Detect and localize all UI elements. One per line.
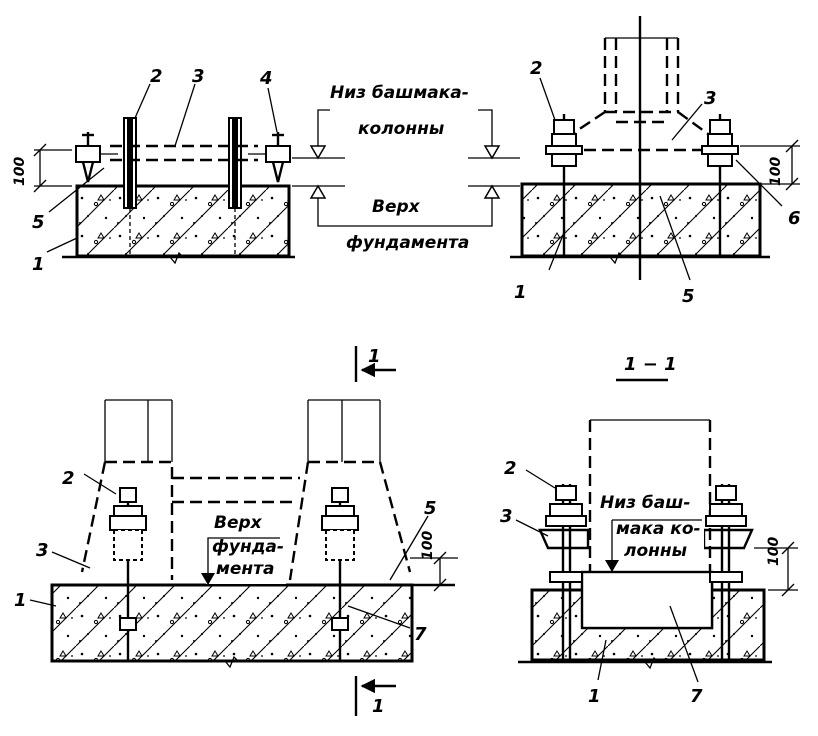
- dim-100-bl: 100: [420, 531, 436, 560]
- label-4-tl: 4: [259, 68, 273, 89]
- caption-bottom-of-shoe-2: колонны: [358, 119, 444, 139]
- dim-100-br: 100: [766, 537, 782, 566]
- caption-top-of-foundation-2: фундамента: [346, 233, 469, 253]
- anchor-bolt-left-tr: [545, 114, 583, 256]
- leveling-screw-left: [75, 132, 118, 183]
- label-3-tl: 3: [192, 66, 205, 87]
- anchor-bolt-right-br: [702, 484, 754, 660]
- section-1-1-view: 1 − 1 Ни: [500, 354, 798, 707]
- top-right-view: 100 2 3 6 1 5: [510, 16, 801, 307]
- caption-bl-top-3: мента: [216, 559, 275, 579]
- caption-bottom-of-shoe-1: Низ башмака-: [330, 83, 469, 103]
- dim-100-tr: 100: [768, 157, 784, 186]
- section-mark-top: 1: [368, 346, 381, 367]
- caption-bl-top-1: Верх: [214, 513, 263, 533]
- top-left-view: 100 2 3 4 5 1: [12, 66, 295, 275]
- label-3-br: 3: [500, 506, 513, 527]
- label-7-bl: 7: [414, 624, 427, 645]
- label-2-tl: 2: [150, 66, 163, 87]
- leveling-screw-right: [248, 132, 291, 183]
- dim-100-tl: 100: [12, 157, 28, 186]
- label-5-tr: 5: [682, 286, 695, 307]
- label-1-br: 1: [588, 686, 601, 707]
- anchor-bolt-right-tr: [701, 114, 739, 256]
- section-mark-bottom: 1: [372, 696, 385, 717]
- elevation-legend: Низ башмака- колонны Верх фундамента: [292, 83, 520, 254]
- bottom-left-view: Верх фунда- мента 100 2 3 1 5 7 1 1: [14, 346, 458, 717]
- label-3-bl: 3: [36, 540, 49, 561]
- label-2-tr: 2: [530, 58, 543, 79]
- label-1-tr: 1: [514, 282, 527, 303]
- label-7-br: 7: [690, 686, 703, 707]
- label-6-tr: 6: [788, 208, 801, 229]
- foundation-block-bl: [50, 583, 414, 663]
- label-1-bl: 1: [14, 590, 27, 611]
- label-3-tr: 3: [704, 88, 717, 109]
- caption-bl-top-2: фунда-: [212, 537, 284, 557]
- caption-br-1: Низ баш-: [600, 493, 690, 513]
- grout-block: [580, 570, 714, 630]
- anchor-bolt-left-bl: [109, 487, 147, 660]
- label-1-tl: 1: [32, 254, 45, 275]
- caption-br-3: лонны: [624, 541, 687, 561]
- label-2-bl: 2: [62, 468, 75, 489]
- label-5-bl: 5: [424, 498, 437, 519]
- caption-br-2: мака ко-: [616, 519, 701, 539]
- section-title: 1 − 1: [624, 354, 677, 375]
- anchor-bolt-left-br: [538, 484, 590, 660]
- anchor-bolt-right-bl: [321, 487, 359, 660]
- foundation-block-tl: [75, 184, 291, 258]
- label-5-tl: 5: [32, 212, 45, 233]
- caption-top-of-foundation-1: Верх: [372, 197, 421, 217]
- label-2-br: 2: [504, 458, 517, 479]
